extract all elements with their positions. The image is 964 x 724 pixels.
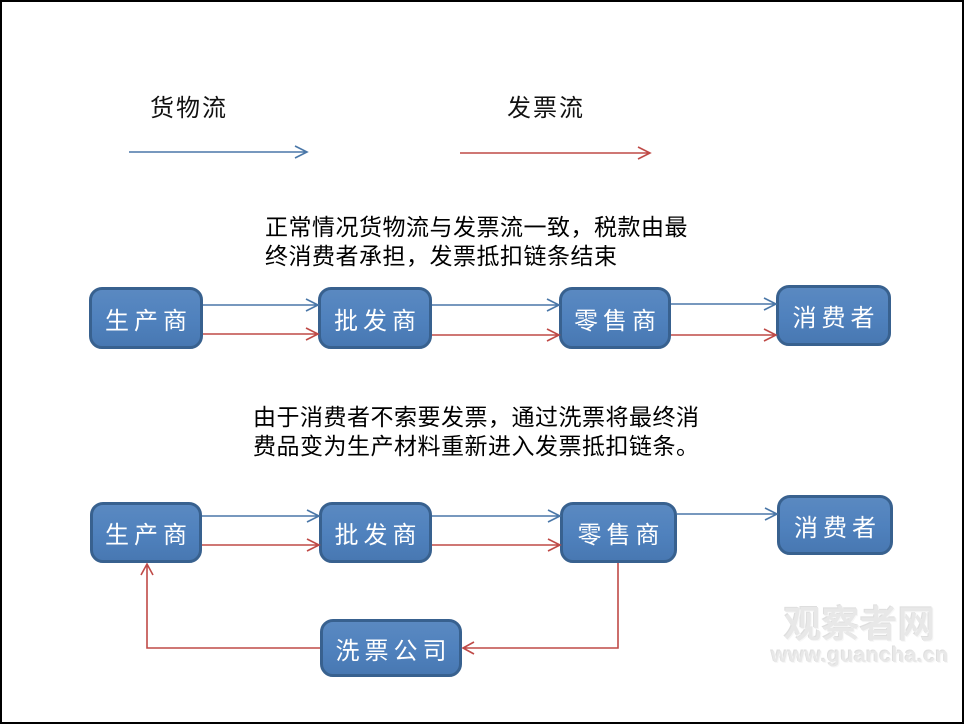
d2-goods-arrow-retailer-consumer xyxy=(677,507,779,521)
diagram1-node-producer: 生产商 xyxy=(89,287,203,349)
d2-goods-arrow-wholesaler-retailer xyxy=(432,509,562,523)
watermark-url: www.guancha.cn xyxy=(771,643,949,667)
d1-invoice-arrow-wholesaler-retailer xyxy=(432,328,561,342)
diagram2-caption: 由于消费者不索要发票，通过洗票将最终消 费品变为生产材料重新进入发票抵扣链条。 xyxy=(253,403,700,461)
watermark: 观察者网 www.guancha.cn xyxy=(762,604,958,667)
d1-goods-arrow-retailer-consumer xyxy=(671,297,778,311)
diagram1-caption-line2: 终消费者承担，发票抵扣链条结束 xyxy=(265,244,618,269)
d2-invoice-arrow-launderer-producer xyxy=(140,562,320,649)
diagram1-node-retailer: 零售商 xyxy=(559,287,671,349)
watermark-title: 观察者网 xyxy=(784,604,936,645)
diagram2-caption-line1: 由于消费者不索要发票，通过洗票将最终消 xyxy=(253,405,700,430)
d1-invoice-arrow-producer-wholesaler xyxy=(203,327,320,341)
legend-goods-flow-label: 货物流 xyxy=(150,96,228,122)
diagram2-node-producer: 生产商 xyxy=(90,502,202,563)
diagram1-caption-line1: 正常情况货物流与发票流一致，税款由最 xyxy=(265,215,688,240)
diagram2-node-launderer: 洗票公司 xyxy=(320,619,462,677)
diagram2-node-consumer: 消费者 xyxy=(777,495,893,555)
diagram1-node-consumer: 消费者 xyxy=(776,285,891,346)
legend-invoice-flow-label: 发票流 xyxy=(507,96,585,122)
d2-goods-arrow-producer-wholesaler xyxy=(202,509,321,523)
d2-invoice-arrow-producer-wholesaler xyxy=(202,538,321,552)
d2-invoice-arrow-retailer-launderer xyxy=(461,563,619,655)
diagram2-node-wholesaler: 批发商 xyxy=(319,502,432,563)
diagram2-caption-line2: 费品变为生产材料重新进入发票抵扣链条。 xyxy=(253,434,700,459)
diagram1-node-wholesaler: 批发商 xyxy=(318,287,432,349)
legend-invoice-flow-arrow xyxy=(460,146,652,160)
d2-invoice-arrow-wholesaler-retailer xyxy=(432,538,562,552)
d1-goods-arrow-wholesaler-retailer xyxy=(432,298,561,312)
d1-goods-arrow-producer-wholesaler xyxy=(203,298,320,312)
d1-invoice-arrow-retailer-consumer xyxy=(671,328,778,342)
legend-goods-flow-arrow xyxy=(129,145,309,159)
diagram1-caption: 正常情况货物流与发票流一致，税款由最 终消费者承担，发票抵扣链条结束 xyxy=(265,213,688,271)
diagram2-node-retailer: 零售商 xyxy=(560,502,677,563)
